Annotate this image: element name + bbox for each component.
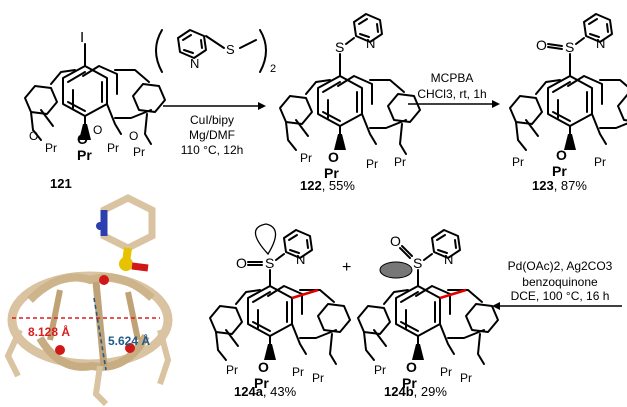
svg-text:Pr: Pr	[394, 155, 406, 169]
compound-121: I Pr O Pr O O Pr O Pr	[24, 29, 166, 163]
distance-blue: 5.624 Å	[108, 333, 150, 348]
svg-text:O: O	[536, 37, 547, 53]
crystal-pyridine	[96, 194, 156, 252]
compound-122-label: 122, 55%	[300, 178, 355, 193]
svg-text:O: O	[556, 147, 567, 163]
svg-text:CHCl3, rt, 1h: CHCl3, rt, 1h	[417, 87, 486, 101]
svg-text:N: N	[296, 252, 305, 267]
svg-text:S: S	[565, 39, 574, 55]
compound-124a-label: 124a, 43%	[234, 384, 297, 399]
svg-text:Pd(OAc)2, Ag2CO3: Pd(OAc)2, Ag2CO3	[508, 259, 613, 273]
ether-pr2: Pr	[107, 141, 119, 155]
reagent-n: N	[190, 56, 199, 71]
ether-o3: O	[129, 129, 138, 143]
ether-pr: Pr	[45, 141, 57, 155]
svg-text:Pr: Pr	[374, 363, 386, 377]
svg-text:S: S	[335, 39, 344, 55]
svg-text:O: O	[390, 233, 401, 249]
reagent-subscript: 2	[270, 63, 276, 75]
sulfur-atom	[119, 257, 133, 271]
ether-o-bold: O	[77, 131, 88, 147]
svg-text:Pr: Pr	[324, 165, 339, 181]
svg-text:Pr: Pr	[300, 151, 312, 165]
arrow-step2: MCPBA CHCl3, rt, 1h	[408, 71, 500, 108]
svg-text:Pr: Pr	[254, 375, 269, 391]
svg-text:DCE, 100 °C, 16 h: DCE, 100 °C, 16 h	[511, 289, 610, 303]
compound-124b: S O N Pr O Pr Pr Pr	[357, 229, 499, 391]
arrow-step1: CuI/bipy Mg/DMF 110 °C, 12h	[163, 102, 266, 157]
compound-123-label: 123, 87%	[532, 178, 587, 193]
svg-text:Pr: Pr	[552, 163, 567, 179]
ether-o: O	[29, 129, 38, 143]
arrow-step3: Pd(OAc)2, Ag2CO3 benzoquinone DCE, 100 °…	[492, 259, 622, 310]
ether-pr-bold: Pr	[77, 147, 92, 163]
svg-text:O: O	[258, 359, 269, 375]
ether-o2: O	[93, 123, 102, 137]
svg-text:Pr: Pr	[512, 155, 524, 169]
svg-text:Pr: Pr	[312, 371, 324, 385]
lone-pair-124b	[379, 261, 413, 279]
reagent-disulfide: N S 2	[155, 29, 276, 75]
svg-text:S: S	[265, 255, 274, 271]
crystal-structure: 8.128 Å 5.624 Å	[4, 194, 173, 407]
ether-pr3: Pr	[133, 145, 145, 159]
compound-121-label: 121	[50, 176, 72, 191]
svg-text:Pr: Pr	[226, 363, 238, 377]
svg-text:Pr: Pr	[366, 157, 378, 171]
svg-text:benzoquinone: benzoquinone	[522, 275, 598, 289]
compound-122: S N Pr O Pr Pr Pr	[279, 13, 421, 181]
svg-text:Pr: Pr	[402, 375, 417, 391]
compound-124a: S O N Pr O Pr Pr Pr	[209, 223, 351, 391]
svg-text:N: N	[444, 252, 453, 267]
svg-text:O: O	[236, 255, 247, 271]
svg-text:Pr: Pr	[440, 365, 452, 379]
svg-text:Mg/DMF: Mg/DMF	[189, 128, 235, 142]
reagent-s: S	[226, 42, 235, 57]
plus-sign: +	[342, 259, 351, 276]
svg-text:Pr: Pr	[292, 365, 304, 379]
compound-123: S O N Pr O Pr Pr	[509, 13, 627, 179]
distance-red: 8.128 Å	[28, 324, 70, 339]
lone-pair-124a	[254, 223, 277, 256]
svg-text:O: O	[328, 149, 339, 165]
svg-text:Pr: Pr	[594, 155, 606, 169]
svg-text:110 °C, 12h: 110 °C, 12h	[181, 143, 244, 157]
compound-124b-label: 124b, 29%	[384, 384, 447, 399]
svg-text:MCPBA: MCPBA	[431, 71, 474, 85]
svg-text:O: O	[406, 359, 417, 375]
iodine-label: I	[80, 29, 84, 46]
svg-text:N: N	[596, 36, 605, 51]
svg-text:N: N	[366, 36, 375, 51]
svg-text:CuI/bipy: CuI/bipy	[190, 113, 234, 127]
svg-text:Pr: Pr	[460, 371, 472, 385]
svg-text:S: S	[413, 255, 422, 271]
